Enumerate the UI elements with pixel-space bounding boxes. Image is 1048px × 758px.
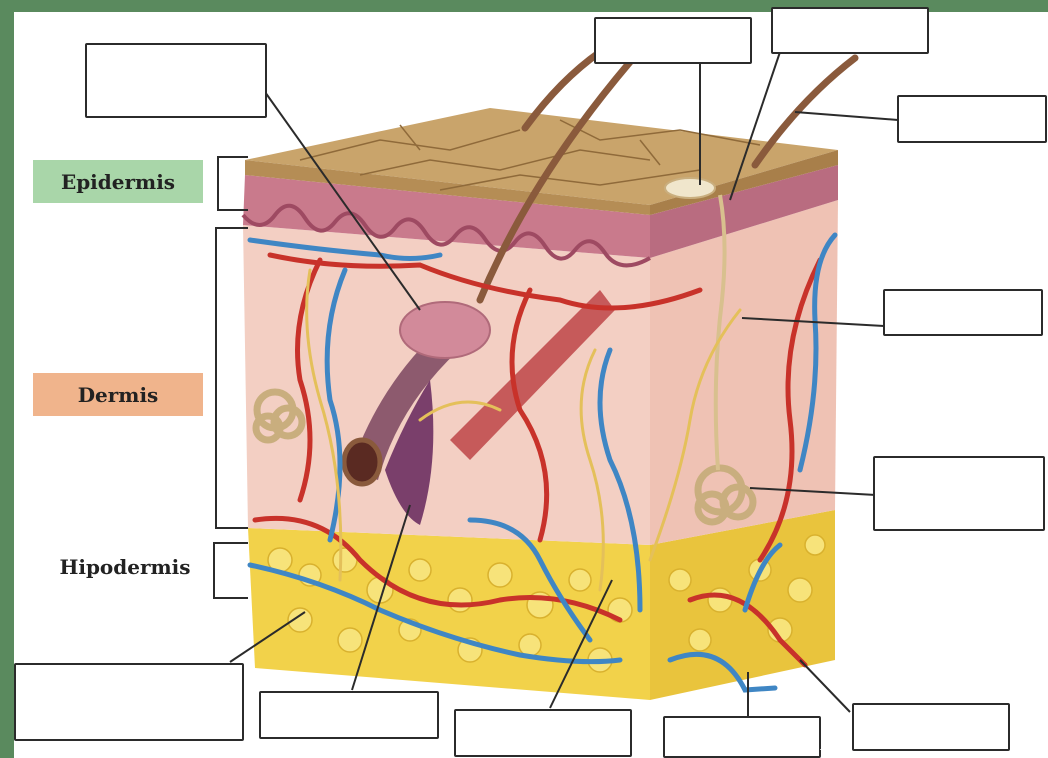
sebaceous-gland: [400, 302, 490, 358]
blank-label-sensory-receptor[interactable]: [454, 709, 632, 757]
layer-brackets: [214, 157, 248, 598]
blank-label-extra[interactable]: [820, 749, 821, 750]
blank-label-sweat-pore[interactable]: [594, 17, 752, 64]
blank-label-sweat-duct[interactable]: [771, 7, 929, 54]
epidermis-label-text: Epidermis: [61, 170, 175, 194]
dermis-label-text: Dermis: [78, 383, 159, 407]
blank-label-adipose-tissue[interactable]: [14, 663, 244, 741]
hair-bulb-cut: [344, 440, 380, 484]
blank-label-vein[interactable]: [663, 716, 821, 758]
hipodermis-label-text: Hipodermis: [59, 555, 190, 579]
blank-label-hair-shaft[interactable]: [897, 95, 1047, 143]
blank-label-sweat-gland[interactable]: [873, 456, 1045, 531]
dermis-label: Dermis: [33, 373, 203, 416]
blank-label-hair-follicle[interactable]: [259, 691, 439, 739]
epidermis-label: Epidermis: [33, 160, 203, 203]
blank-label-nerve[interactable]: [883, 289, 1043, 336]
blank-label-sebaceous-gland[interactable]: [85, 43, 267, 118]
hipodermis-label: Hipodermis: [40, 545, 210, 588]
sweat-pore: [665, 178, 715, 198]
blank-label-artery[interactable]: [852, 703, 1010, 751]
